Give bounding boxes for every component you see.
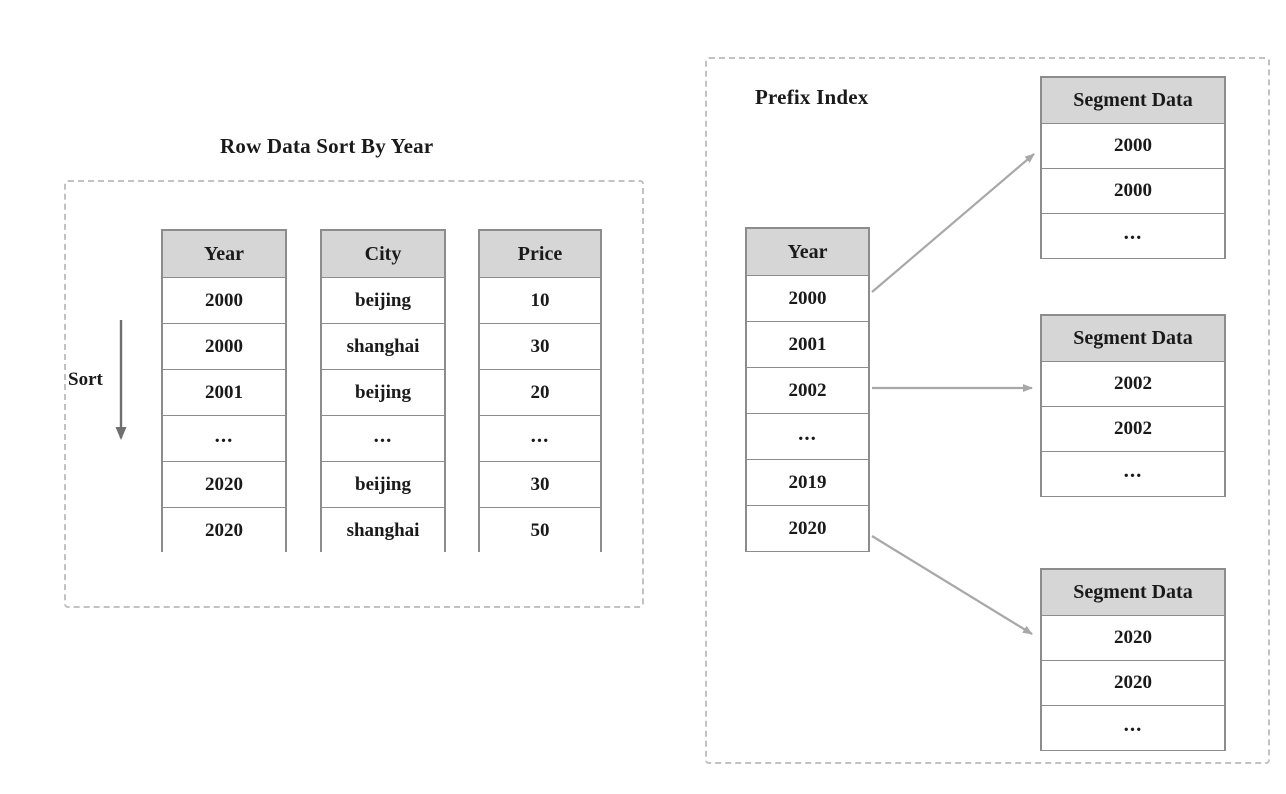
column-header-segment-data: Segment Data: [1042, 570, 1224, 615]
table-row: beijing: [322, 461, 444, 507]
table-row: ...: [480, 415, 600, 461]
table-row: 2000: [747, 275, 868, 321]
table-row: 2020: [747, 505, 868, 551]
table-row: 2019: [747, 459, 868, 505]
table-row: 2020: [163, 507, 285, 553]
table-prefix-index-year: Year 2000 2001 2002 ... 2019 2020: [745, 227, 870, 552]
sort-label: Sort: [68, 369, 103, 390]
table-row: ...: [1042, 705, 1224, 750]
table-row: ...: [1042, 213, 1224, 258]
table-row: 2020: [1042, 660, 1224, 705]
column-header-price: Price: [480, 231, 600, 277]
table-row: 2000: [163, 277, 285, 323]
page-title: Row Data Sort By Year: [220, 134, 434, 158]
column-header-segment-data: Segment Data: [1042, 78, 1224, 123]
table-row: 2020: [1042, 615, 1224, 660]
table-row: ...: [1042, 451, 1224, 496]
table-segment-data-1: Segment Data 2000 2000 ...: [1040, 76, 1226, 259]
table-segment-data-2: Segment Data 2002 2002 ...: [1040, 314, 1226, 497]
table-row: 30: [480, 461, 600, 507]
table-row: ...: [163, 415, 285, 461]
table-row: 2000: [163, 323, 285, 369]
table-row-data-year: Year 2000 2000 2001 ... 2020 2020: [161, 229, 287, 553]
table-row: 10: [480, 277, 600, 323]
prefix-index-group-box: [705, 57, 1270, 764]
column-header-city: City: [322, 231, 444, 277]
table-row: 2001: [163, 369, 285, 415]
table-row: 2000: [1042, 168, 1224, 213]
prefix-index-title: Prefix Index: [755, 85, 869, 109]
table-row: ...: [747, 413, 868, 459]
table-row: 2002: [747, 367, 868, 413]
table-row: 30: [480, 323, 600, 369]
column-header-year: Year: [747, 229, 868, 275]
table-row-data-city: City beijing shanghai beijing ... beijin…: [320, 229, 446, 553]
table-row: ...: [322, 415, 444, 461]
table-row: shanghai: [322, 507, 444, 553]
table-row-data-price: Price 10 30 20 ... 30 50: [478, 229, 602, 553]
table-row: 20: [480, 369, 600, 415]
table-row: shanghai: [322, 323, 444, 369]
table-row: 2002: [1042, 406, 1224, 451]
table-row: 2020: [163, 461, 285, 507]
table-row: 2001: [747, 321, 868, 367]
table-row: 2000: [1042, 123, 1224, 168]
table-segment-data-3: Segment Data 2020 2020 ...: [1040, 568, 1226, 751]
column-header-year: Year: [163, 231, 285, 277]
table-row: 2002: [1042, 361, 1224, 406]
column-header-segment-data: Segment Data: [1042, 316, 1224, 361]
table-row: beijing: [322, 277, 444, 323]
table-row: beijing: [322, 369, 444, 415]
table-row: 50: [480, 507, 600, 553]
row-data-group-box: [64, 180, 644, 608]
